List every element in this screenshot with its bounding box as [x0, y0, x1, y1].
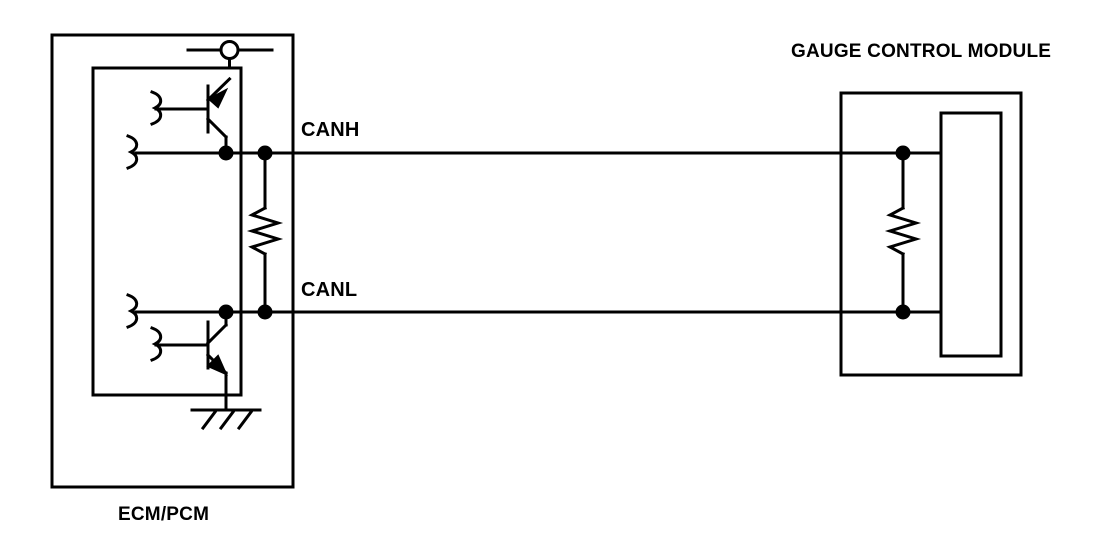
ground-hatch-2 — [218, 409, 236, 431]
gauge-termination-resistor — [884, 205, 922, 257]
junction-dot — [895, 145, 911, 161]
net-label-canh: CANH — [301, 119, 360, 141]
npn-collector-lead — [205, 322, 229, 346]
open-circle-node — [219, 40, 240, 60]
npn-emitter-arrow — [206, 354, 228, 376]
junction-dot — [218, 145, 234, 161]
gauge-control-module-label: GAUGE CONTROL MODULE — [791, 41, 1052, 62]
pnp-collector-lead — [205, 116, 229, 140]
ecm-module-label: ECM/PCM — [118, 504, 210, 525]
junction-dot — [218, 304, 234, 320]
gauge-inner-box — [939, 111, 1003, 358]
canl-wire-break-icon — [126, 293, 139, 329]
junction-dot — [257, 145, 273, 161]
ecm-termination-resistor — [246, 205, 284, 257]
canh-wire-break-icon — [126, 134, 139, 170]
npn-base-wire-break-icon — [150, 326, 163, 362]
pnp-emitter-arrow — [207, 87, 229, 109]
pnp-base-wire-break-icon — [150, 90, 163, 126]
ecm-inner-box — [91, 66, 243, 397]
junction-dot — [257, 304, 273, 320]
net-label-canl: CANL — [301, 279, 358, 301]
junction-dot — [895, 304, 911, 320]
ground-hatch-3 — [236, 409, 254, 431]
ground-hatch-1 — [200, 409, 218, 431]
ecm-outer-box — [50, 33, 295, 489]
gauge-outer-box — [839, 91, 1023, 377]
pnp-emitter-lead — [205, 76, 232, 103]
